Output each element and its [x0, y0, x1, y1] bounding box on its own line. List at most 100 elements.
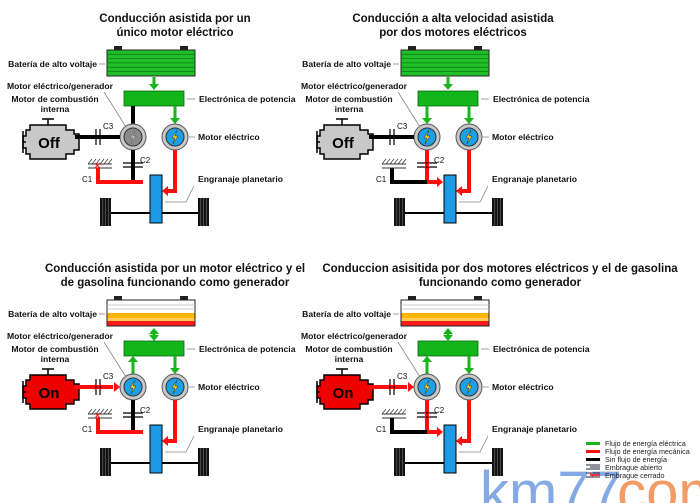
clutch-c3: [388, 379, 396, 395]
clutch-c3: [94, 379, 102, 395]
planetary-gear-label: Engranaje planetario: [492, 424, 577, 434]
legend-item-noflow: Sin flujo de energía: [586, 455, 667, 464]
wheel-right: [198, 448, 209, 476]
wheel-right: [492, 448, 503, 476]
arrow-motor-planetary-head: [162, 436, 168, 446]
legend-item-clutch-open: Embrague abierto: [586, 463, 662, 472]
green-line-icon: [586, 442, 600, 445]
combustion-engine: Off: [22, 118, 80, 160]
clutch-closed-icon: [586, 472, 600, 478]
ground-hatch: [99, 408, 105, 415]
motor-generator: [119, 123, 147, 151]
power-electronics-label: Electrónica de potencia: [199, 344, 296, 354]
ground-hatch: [401, 408, 407, 415]
clutch-closed-mark: [388, 383, 396, 391]
leader-line: [165, 185, 195, 203]
panel-title-line2: único motor eléctrico: [117, 27, 234, 39]
arrow-battery-electronics-head-up: [443, 328, 453, 334]
legend-label: Embrague abierto: [605, 463, 662, 472]
lightning-icon: [465, 379, 473, 395]
power-electronics-box: [123, 340, 185, 357]
clutch-c3-label: C3: [397, 372, 408, 381]
clutch-c1-label: C1: [376, 425, 387, 434]
ground-hatch: [95, 408, 101, 415]
leader-line: [459, 435, 489, 453]
battery-charge-orange: [107, 318, 195, 321]
ground-hatch: [91, 408, 97, 415]
battery-terminal-minus: [408, 296, 416, 300]
leader-line: [103, 341, 127, 378]
legend-label: Embrague cerrado: [605, 471, 665, 480]
panel-title-line1: Conducción a alta velocidad asistida: [352, 13, 554, 25]
motor-generator: [119, 373, 147, 401]
arrow-electronics-to-motor-head: [170, 118, 180, 124]
arrow-generator-to-electronics-head: [422, 356, 432, 362]
clutch-closed-mark: [423, 411, 431, 419]
battery-terminal-plus: [474, 46, 482, 50]
arrow-battery-to-electronics-head: [443, 84, 453, 90]
power-electronics-label: Electrónica de potencia: [199, 94, 296, 104]
ground-hatch: [381, 158, 387, 165]
ground-hatch: [95, 158, 101, 165]
ground-hatch: [389, 408, 395, 415]
lightning-icon: [423, 129, 431, 145]
ground-hatch: [107, 408, 113, 415]
battery-charge-orange: [107, 313, 195, 318]
arrow-battery-electronics-head-down: [443, 335, 453, 341]
panel-title-line2: funcionando como generador: [419, 277, 582, 289]
arrow-battery-to-electronics-head: [149, 84, 159, 90]
panel-3: Conducción asistida por un motor eléctri…: [7, 263, 305, 476]
clutch-c3-label: C3: [397, 122, 408, 131]
ground-hatch: [401, 158, 407, 165]
battery-label: Batería de alto voltaje: [302, 309, 391, 319]
leader-line: [397, 91, 421, 128]
arrow-electronics-to-motor-head: [464, 118, 474, 124]
battery-label: Batería de alto voltaje: [8, 309, 97, 319]
ground-hatch: [397, 158, 403, 165]
arrow-electronics-to-motor-head: [170, 368, 180, 374]
clutch-c3: [389, 129, 395, 145]
arrow-motor-planetary-head: [456, 186, 462, 196]
ice-label-line1: Motor de combustión: [11, 94, 98, 104]
arrow-to-planetary-head: [437, 427, 443, 437]
ground-hatch: [99, 158, 105, 165]
clutch-c1-label: C1: [82, 175, 93, 184]
battery-charge-red: [107, 321, 195, 326]
battery-terminal-minus: [114, 46, 122, 50]
combustion-engine: Off: [316, 118, 374, 160]
ice-label-line2: interna: [335, 354, 364, 364]
ground-hatch: [393, 408, 399, 415]
lightning-icon: [171, 129, 179, 145]
planetary-gear-label: Engranaje planetario: [198, 174, 283, 184]
battery-label: Batería de alto voltaje: [8, 59, 97, 69]
battery-terminal-plus: [474, 296, 482, 300]
lightning-icon: [171, 379, 179, 395]
battery-terminal-plus: [180, 46, 188, 50]
shaft-arrow-head: [408, 382, 414, 392]
ice-label-line2: interna: [41, 354, 70, 364]
watermark-com: .com: [601, 460, 700, 503]
motor-generator: [413, 373, 441, 401]
engine-state-label: On: [39, 385, 60, 402]
clutch-closed-mark: [94, 383, 102, 391]
motor-generator-label: Motor eléctrico/generador: [7, 81, 114, 91]
power-electronics-label: Electrónica de potencia: [493, 94, 590, 104]
engine-block: [22, 124, 80, 160]
clutch-c1-closed-mark: [94, 412, 101, 419]
legend-label: Flujo de energía mecánica: [605, 447, 690, 456]
clutch-c1-closed-mark: [94, 162, 101, 169]
legend-item-mechanical: Flujo de energía mecánica: [586, 447, 690, 456]
legend-item-electric: Flujo de energía eléctrica: [586, 439, 686, 448]
clutch-c2: [417, 411, 437, 419]
ground-hatch: [381, 408, 387, 415]
panel-4: Conduccion asisitida por dos motores elé…: [301, 263, 678, 476]
legend: Flujo de energía eléctrica Flujo de ener…: [586, 439, 690, 480]
motor-generator-label: Motor eléctrico/generador: [7, 331, 114, 341]
lightning-icon: [465, 129, 473, 145]
clutch-open-icon: [586, 464, 600, 470]
clutch-c2: [417, 161, 437, 169]
ice-label-line1: Motor de combustión: [305, 94, 392, 104]
electric-motor: [455, 373, 483, 401]
